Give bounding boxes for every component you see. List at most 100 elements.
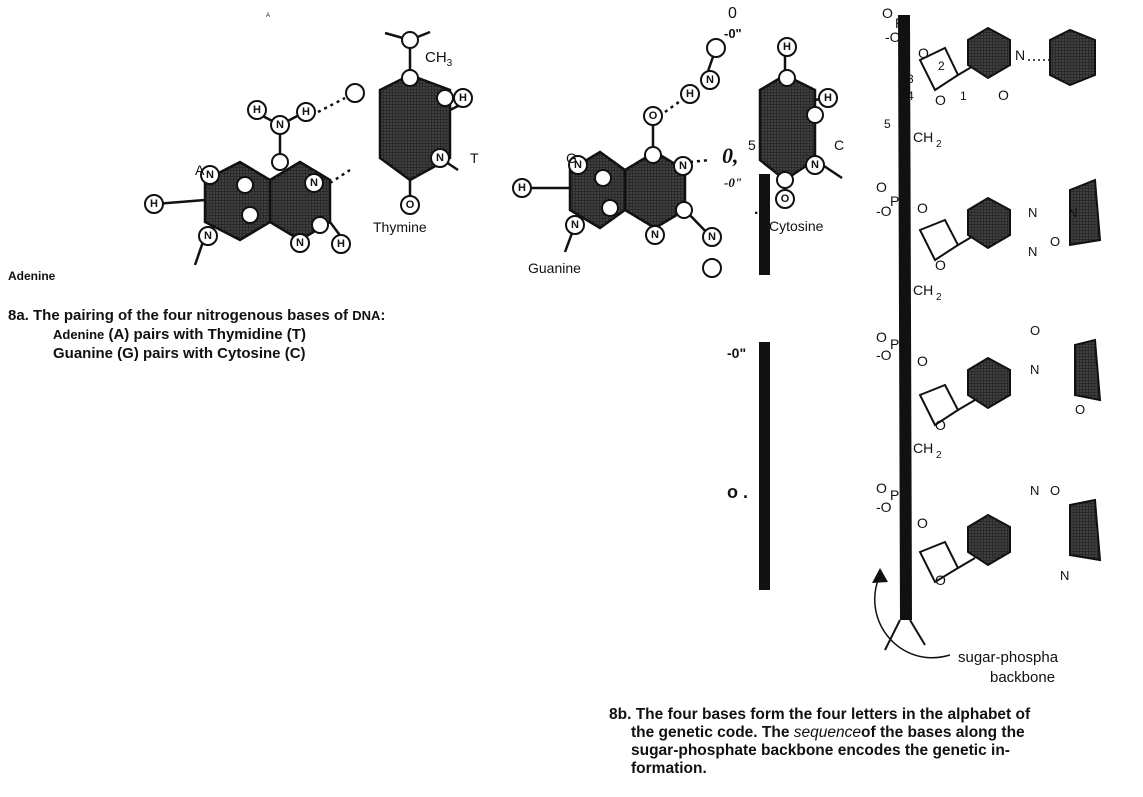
strand-bar-1 (759, 174, 770, 275)
svg-text:H: H (518, 182, 526, 194)
svg-text:O: O (935, 92, 946, 108)
svg-text:N: N (571, 219, 579, 231)
frag-dot: . (754, 201, 758, 218)
svg-text:5: 5 (884, 117, 891, 131)
caption-8a: 8a. The pairing of the four nitrogenous … (8, 307, 386, 362)
cytosine-molecule (758, 48, 843, 196)
svg-text:N: N (296, 237, 304, 249)
svg-text:2: 2 (938, 59, 945, 73)
svg-text:4: 4 (907, 89, 914, 103)
svg-text:O: O (876, 179, 887, 195)
svg-text:N: N (1028, 244, 1037, 259)
svg-text:N: N (1030, 362, 1039, 377)
svg-text:O: O (935, 257, 946, 273)
svg-text:O: O (876, 329, 887, 345)
svg-text:N: N (651, 229, 659, 241)
svg-text:P: P (895, 15, 904, 31)
frag-o-dash: -0" (724, 26, 742, 41)
frag-big-dash: -0" (724, 175, 742, 190)
svg-text:O: O (406, 199, 415, 211)
frag-o: 0 (728, 5, 737, 22)
svg-text:O: O (649, 110, 658, 122)
label-guanine: Guanine (528, 260, 581, 276)
label-pos5: 5 (748, 137, 756, 153)
svg-text:P: P (890, 193, 899, 209)
tiny-mark: A (266, 13, 270, 19)
label-c: C (834, 137, 844, 153)
label-thymine: Thymine (373, 219, 427, 235)
svg-text:-O: -O (876, 347, 892, 363)
label-ch3: CH3 (425, 49, 453, 69)
svg-text:H: H (302, 106, 310, 118)
svg-text:N: N (1068, 205, 1077, 220)
svg-text:-O: -O (876, 203, 892, 219)
svg-text:CH: CH (913, 129, 933, 145)
svg-text:O: O (917, 353, 928, 369)
left-frag-1: -0" (727, 345, 746, 361)
svg-text:CH: CH (913, 440, 933, 456)
svg-text:N: N (436, 152, 444, 164)
svg-text:N: N (1028, 205, 1037, 220)
svg-text:H: H (459, 92, 467, 104)
svg-text:2: 2 (936, 292, 942, 303)
svg-text:H: H (150, 198, 158, 210)
svg-text:2: 2 (936, 450, 942, 461)
svg-text:-O: -O (876, 499, 892, 515)
svg-text:O: O (917, 200, 928, 216)
svg-text:N: N (574, 159, 582, 171)
svg-text:O: O (935, 572, 946, 588)
svg-text:H: H (686, 88, 694, 100)
svg-text:N: N (310, 177, 318, 189)
svg-text:N: N (706, 74, 714, 86)
svg-text:-O: -O (885, 29, 901, 45)
adenine-word: Adenine (8, 269, 56, 283)
svg-text:H: H (337, 238, 345, 250)
svg-text:P: P (890, 336, 899, 352)
svg-text:O: O (781, 193, 790, 205)
svg-text:N: N (1060, 568, 1069, 583)
svg-text:O: O (917, 515, 928, 531)
svg-text:H: H (783, 41, 791, 53)
strand-bar-2 (759, 342, 770, 590)
svg-text:O: O (1050, 483, 1060, 498)
svg-text:N: N (708, 231, 716, 243)
left-frag-2: o . (727, 482, 748, 502)
svg-text:O: O (1050, 234, 1060, 249)
arrow-label-2: backbone (990, 669, 1055, 686)
svg-text:O: O (918, 45, 929, 61)
guanine-molecule (522, 47, 718, 253)
svg-text:N: N (1015, 47, 1025, 63)
svg-text:N: N (1030, 483, 1039, 498)
label-a: A (195, 162, 205, 178)
svg-text:O: O (876, 480, 887, 496)
svg-text:N: N (204, 230, 212, 242)
label-t: T (470, 150, 479, 166)
svg-text:O: O (1075, 402, 1085, 417)
backbone-arrow (872, 568, 951, 659)
sugar-phosphate-backbone (884, 15, 1102, 651)
svg-text:O: O (998, 87, 1009, 103)
svg-text:N: N (206, 169, 214, 181)
adenine-atoms: N H H N N H N N H (144, 83, 365, 254)
arrow-label-1: sugar-phospha (958, 649, 1059, 666)
svg-text:H: H (824, 92, 832, 104)
svg-text:O: O (935, 417, 946, 433)
svg-text:2: 2 (936, 139, 942, 150)
frag-big: 0, (722, 143, 739, 168)
svg-text:P: P (890, 487, 899, 503)
label-cytosine: Cytosine (769, 218, 824, 234)
caption-8b: 8b. The four bases form the four letters… (609, 706, 1031, 777)
base-pair-bonds: N N O N O N O N O N (1028, 59, 1085, 583)
svg-text:CH: CH (913, 282, 933, 298)
atom-label: N (276, 119, 284, 131)
svg-text:O: O (882, 5, 893, 21)
svg-text:H: H (253, 104, 261, 116)
svg-text:3: 3 (907, 72, 914, 86)
svg-text:1: 1 (960, 89, 967, 103)
svg-text:N: N (679, 160, 687, 172)
svg-text:O: O (1030, 323, 1040, 338)
label-g: G (566, 150, 577, 166)
svg-text:N: N (811, 159, 819, 171)
